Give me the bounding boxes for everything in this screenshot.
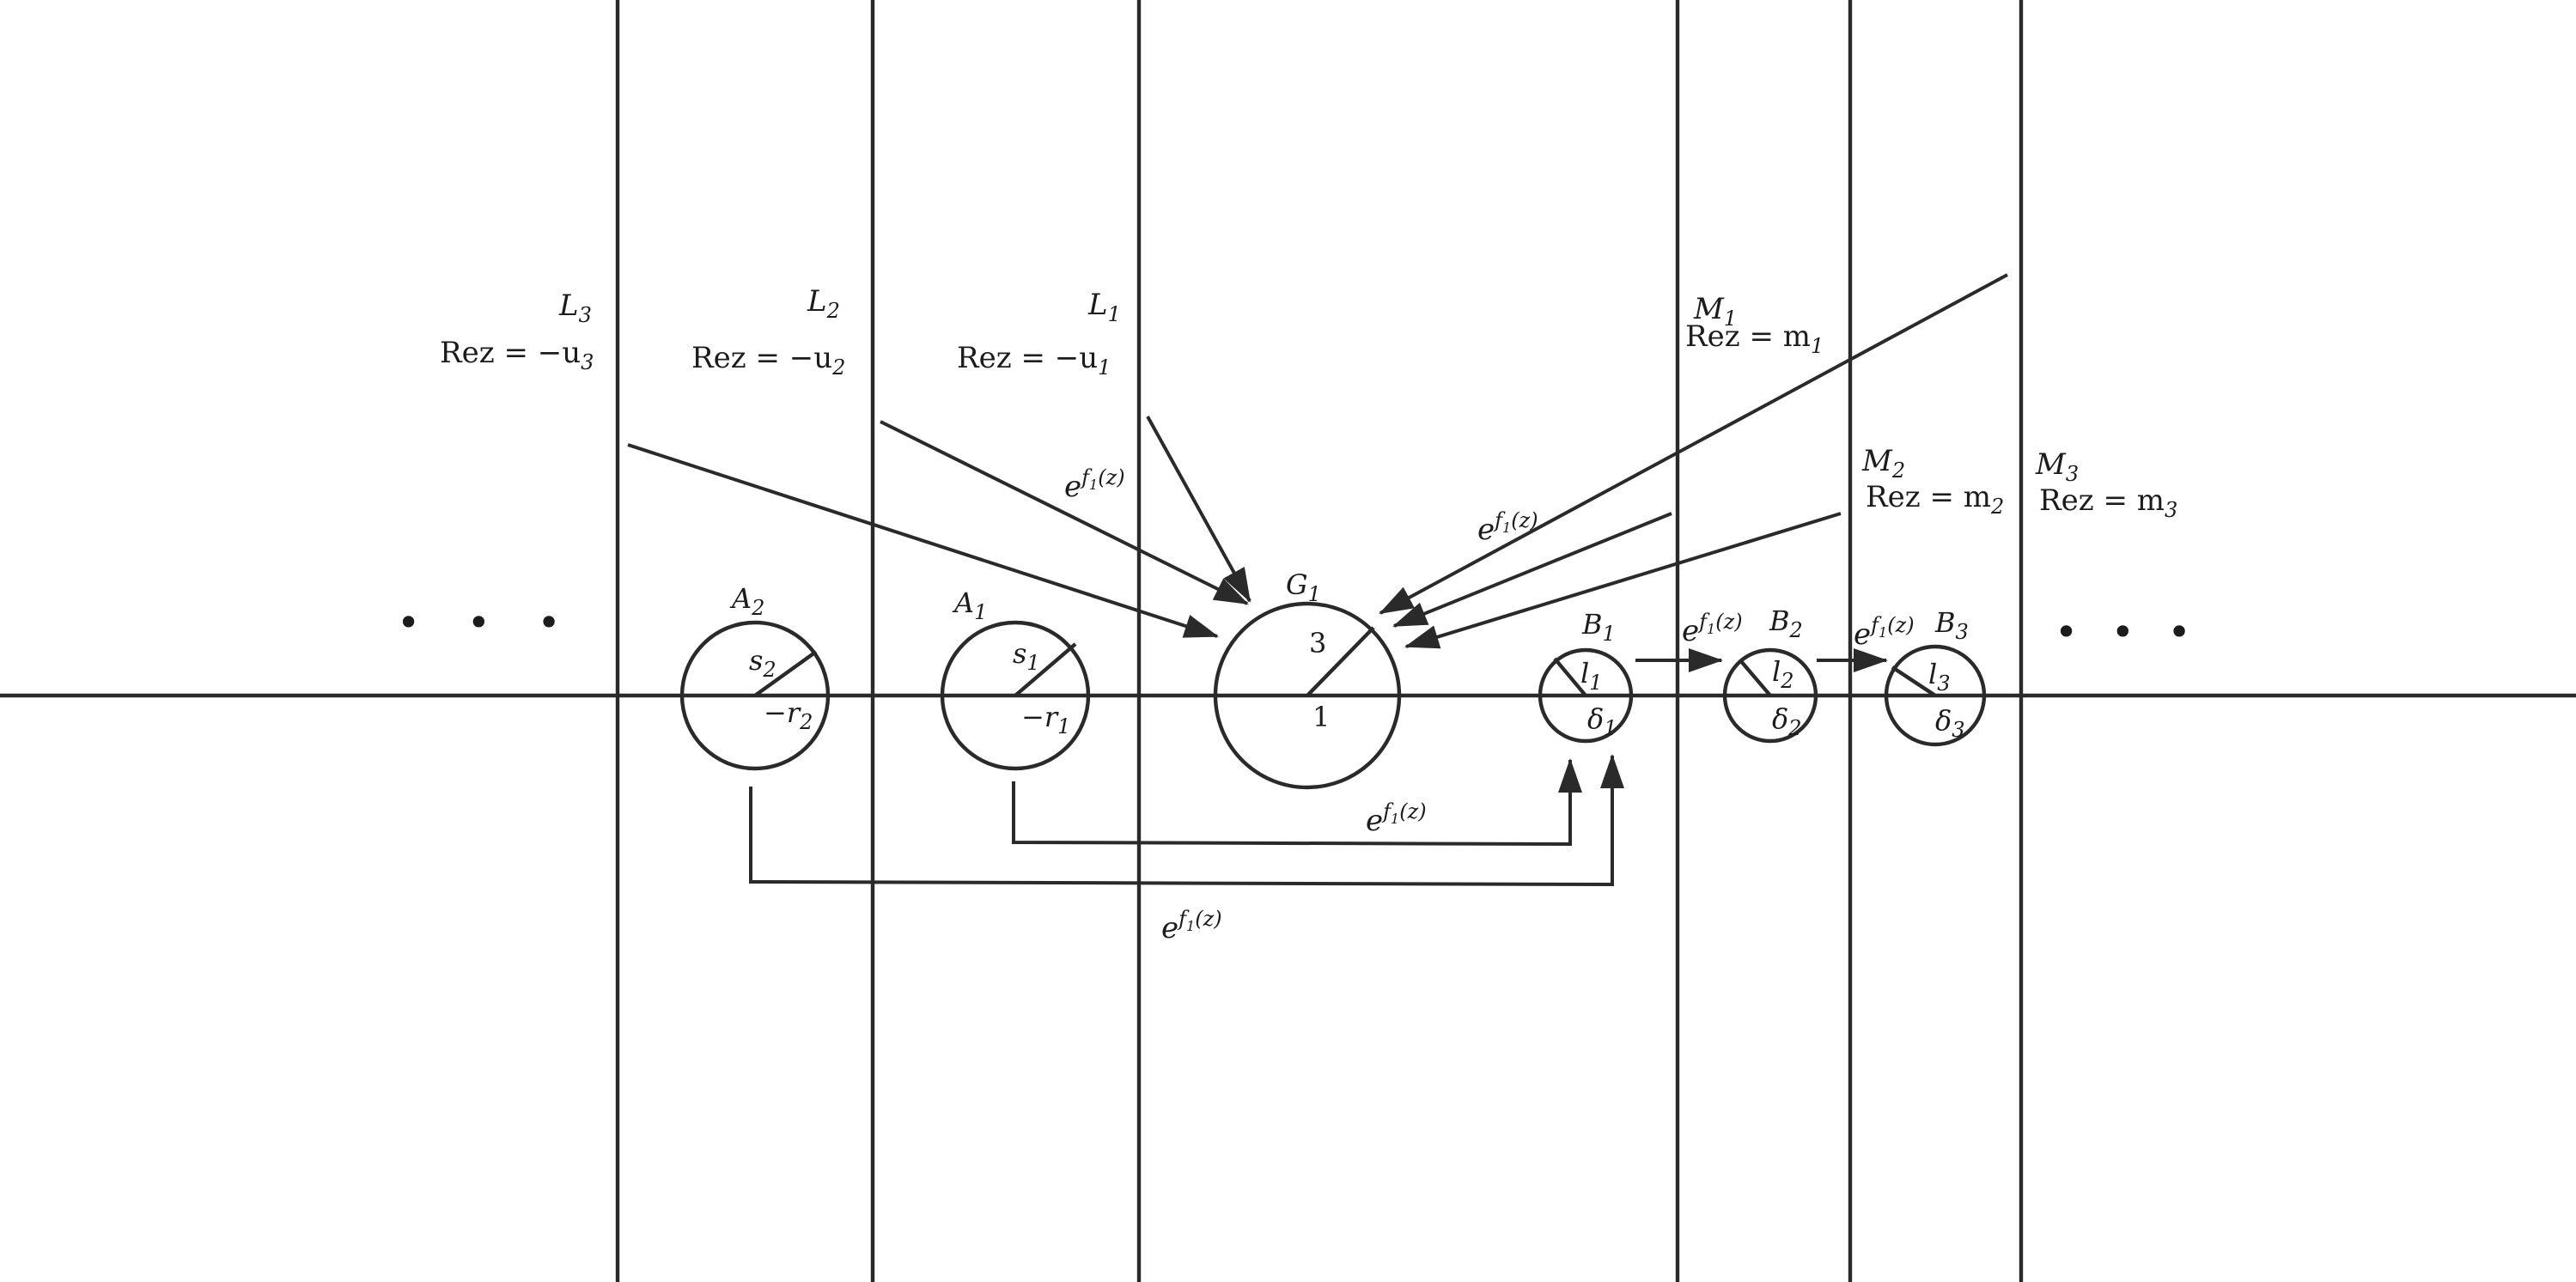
svg-text:ef1(z): ef1(z) — [1477, 508, 1538, 547]
svg-text:δ2: δ2 — [1772, 702, 1802, 740]
svg-text:l2: l2 — [1772, 655, 1794, 693]
svg-text:B3: B3 — [1934, 606, 1969, 644]
arrow-L2-to-G1 — [880, 420, 1249, 605]
svg-text:B2: B2 — [1769, 605, 1803, 642]
svg-text:M1: M1 — [1693, 292, 1737, 331]
label-M3: M3 Rez = m3 — [2035, 447, 2177, 522]
disc-B1: B1 l1 δ1 — [1538, 608, 1634, 744]
label-L1: L1 Rez = −u1 — [957, 288, 1121, 380]
label-M1: M1 Rez = m1 — [1685, 292, 1824, 358]
left-ellipsis: • • • — [397, 599, 578, 646]
svg-text:L2: L2 — [807, 284, 840, 323]
label-L2: L2 Rez = −u2 — [691, 284, 845, 380]
svg-text:l1: l1 — [1580, 657, 1603, 695]
svg-text:Rez = m3: Rez = m3 — [2039, 483, 2177, 522]
svg-text:3: 3 — [1309, 627, 1326, 659]
svg-text:s1: s1 — [1013, 637, 1040, 675]
disc-B3: B3 l3 δ3 — [1884, 606, 1987, 747]
arrow-A2-to-B1 — [749, 754, 1624, 887]
svg-text:Rez = −u3: Rez = −u3 — [440, 336, 594, 374]
map-label-B1-B2: ef1(z) — [1682, 610, 1743, 648]
arrow-A1-to-B1 — [1012, 758, 1582, 847]
svg-text:δ3: δ3 — [1935, 704, 1965, 742]
svg-text:ef1(z): ef1(z) — [1064, 465, 1125, 504]
map-label-L-side: ef1(z) — [1064, 465, 1125, 504]
svg-text:ef1(z): ef1(z) — [1682, 610, 1743, 648]
map-label-A1-B1: ef1(z) — [1366, 799, 1427, 838]
svg-text:B1: B1 — [1581, 608, 1616, 646]
svg-text:A1: A1 — [952, 586, 987, 624]
arrow-L1-to-G1 — [1146, 416, 1251, 603]
svg-text:Rez = −u1: Rez = −u1 — [957, 341, 1111, 380]
svg-text:1: 1 — [1312, 701, 1330, 733]
map-label-M-side: ef1(z) — [1477, 508, 1538, 547]
svg-text:L3: L3 — [558, 289, 592, 327]
svg-text:l3: l3 — [1928, 658, 1951, 696]
svg-text:−r2: −r2 — [764, 696, 813, 734]
arrow-M2-to-G1 — [1404, 512, 1842, 649]
arrow-L3-to-G1 — [627, 443, 1219, 638]
svg-text:Rez = −u2: Rez = −u2 — [691, 341, 845, 380]
disc-G1: G1 3 1 — [1213, 568, 1402, 790]
svg-text:L1: L1 — [1087, 288, 1121, 326]
right-ellipsis: • • • — [2055, 609, 2201, 655]
svg-text:δ1: δ1 — [1587, 702, 1617, 740]
svg-text:−r1: −r1 — [1021, 701, 1070, 738]
svg-text:ef1(z): ef1(z) — [1854, 613, 1915, 652]
svg-text:ef1(z): ef1(z) — [1366, 799, 1427, 838]
arrow-M1-to-G1 — [1392, 512, 1672, 628]
disc-B2: B2 l2 δ2 — [1722, 605, 1818, 744]
svg-text:M3: M3 — [2035, 447, 2079, 486]
label-M2: M2 Rez = m2 — [1861, 444, 2004, 519]
map-label-B2-B3: ef1(z) — [1854, 613, 1915, 652]
disc-A1: A1 s1 −r1 — [940, 586, 1091, 771]
svg-text:Rez = m1: Rez = m1 — [1685, 319, 1824, 358]
svg-text:G1: G1 — [1286, 568, 1321, 606]
svg-text:A2: A2 — [729, 582, 764, 620]
label-L3: L3 Rez = −u3 — [440, 289, 594, 374]
arrow-M-far-to-G1 — [1379, 273, 2008, 615]
svg-text:s2: s2 — [749, 644, 776, 682]
svg-text:Rez = m2: Rez = m2 — [1866, 480, 2004, 519]
disc-A2: A2 s2 −r2 — [679, 582, 831, 771]
svg-text:M2: M2 — [1861, 444, 1905, 483]
svg-text:ef1(z): ef1(z) — [1161, 907, 1222, 945]
map-label-A2-B1: ef1(z) — [1161, 907, 1222, 945]
